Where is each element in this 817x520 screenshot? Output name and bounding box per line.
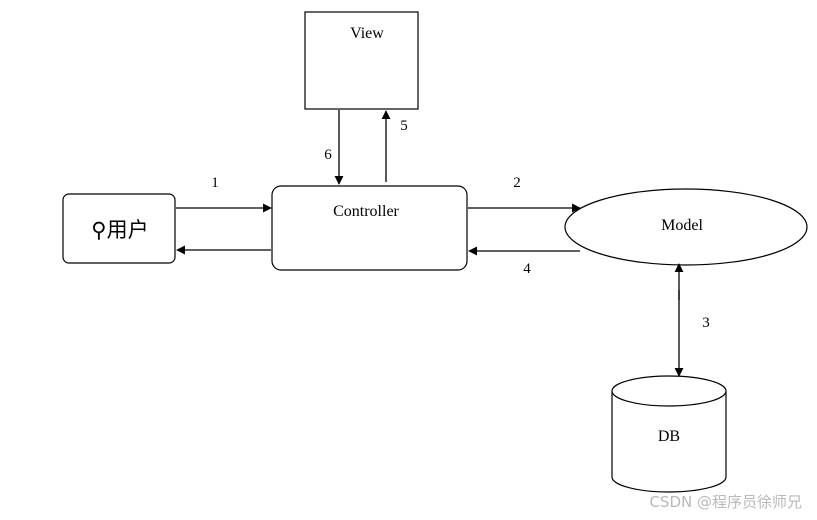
controller-node: Controller	[271, 185, 468, 271]
edge-label-4: 4	[523, 261, 531, 277]
controller-box	[271, 185, 468, 271]
user-label: ⚲用户	[91, 218, 148, 242]
db-cylinder-top	[611, 375, 727, 407]
user-box	[62, 193, 176, 264]
model-ellipse	[564, 188, 808, 266]
model-label: Model	[661, 217, 703, 234]
watermark: CSDN @程序员徐师兄	[649, 493, 802, 511]
view-node: View	[304, 11, 419, 110]
edge-label-2: 2	[513, 175, 521, 191]
db-cylinder-body	[611, 391, 727, 493]
view-box	[304, 11, 419, 110]
edge-label-1: 1	[211, 175, 219, 191]
db-label: DB	[658, 428, 680, 445]
db-node: DB	[611, 375, 727, 493]
user-node: ⚲用户	[62, 193, 176, 264]
model-node: Model	[564, 188, 808, 266]
controller-label: Controller	[333, 203, 399, 220]
edge-label-5: 5	[400, 118, 408, 134]
edge-label-3: 3	[702, 315, 710, 331]
edges	[176, 110, 684, 377]
view-label: View	[350, 25, 384, 42]
edge-label-6: 6	[324, 147, 332, 163]
